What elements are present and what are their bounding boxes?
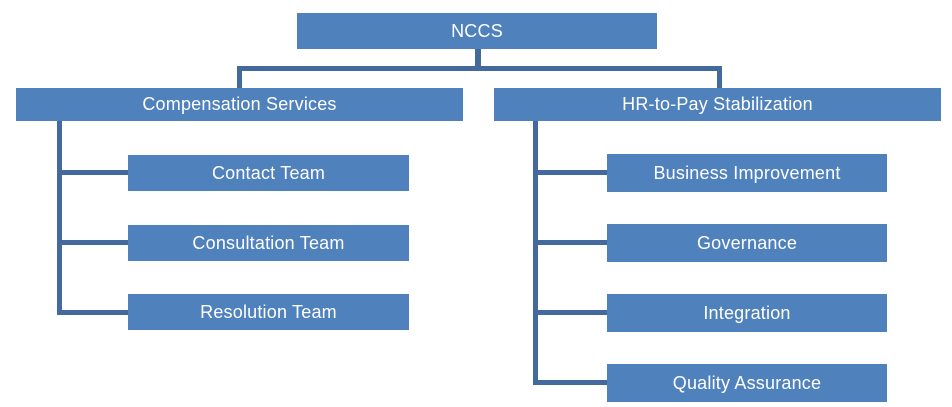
connector-left-vertical — [57, 121, 62, 315]
connector-governance-stub — [533, 240, 607, 245]
org-node-contact-team: Contact Team — [128, 155, 409, 191]
connector-drop-left — [237, 66, 242, 88]
connector-drop-right — [717, 66, 722, 88]
connector-quality-assurance-stub — [533, 380, 607, 385]
connector-resolution-team-stub — [57, 310, 128, 315]
org-node-hr-to-pay-stabilization: HR-to-Pay Stabilization — [494, 88, 941, 121]
connector-contact-team-stub — [57, 170, 128, 175]
org-node-quality-assurance: Quality Assurance — [607, 364, 887, 402]
org-node-governance: Governance — [607, 224, 887, 262]
org-node-resolution-team: Resolution Team — [128, 294, 409, 330]
connector-consultation-team-stub — [57, 240, 128, 245]
org-node-compensation-services: Compensation Services — [16, 88, 463, 121]
org-node-business-improvement: Business Improvement — [607, 154, 887, 192]
connector-business-improvement-stub — [533, 170, 607, 175]
connector-horizontal — [237, 66, 722, 71]
connector-root-stub — [475, 49, 481, 68]
org-node-integration: Integration — [607, 294, 887, 332]
org-node-nccs: NCCS — [297, 13, 657, 49]
org-node-consultation-team: Consultation Team — [128, 225, 409, 261]
connector-integration-stub — [533, 310, 607, 315]
connector-right-vertical — [533, 121, 538, 385]
